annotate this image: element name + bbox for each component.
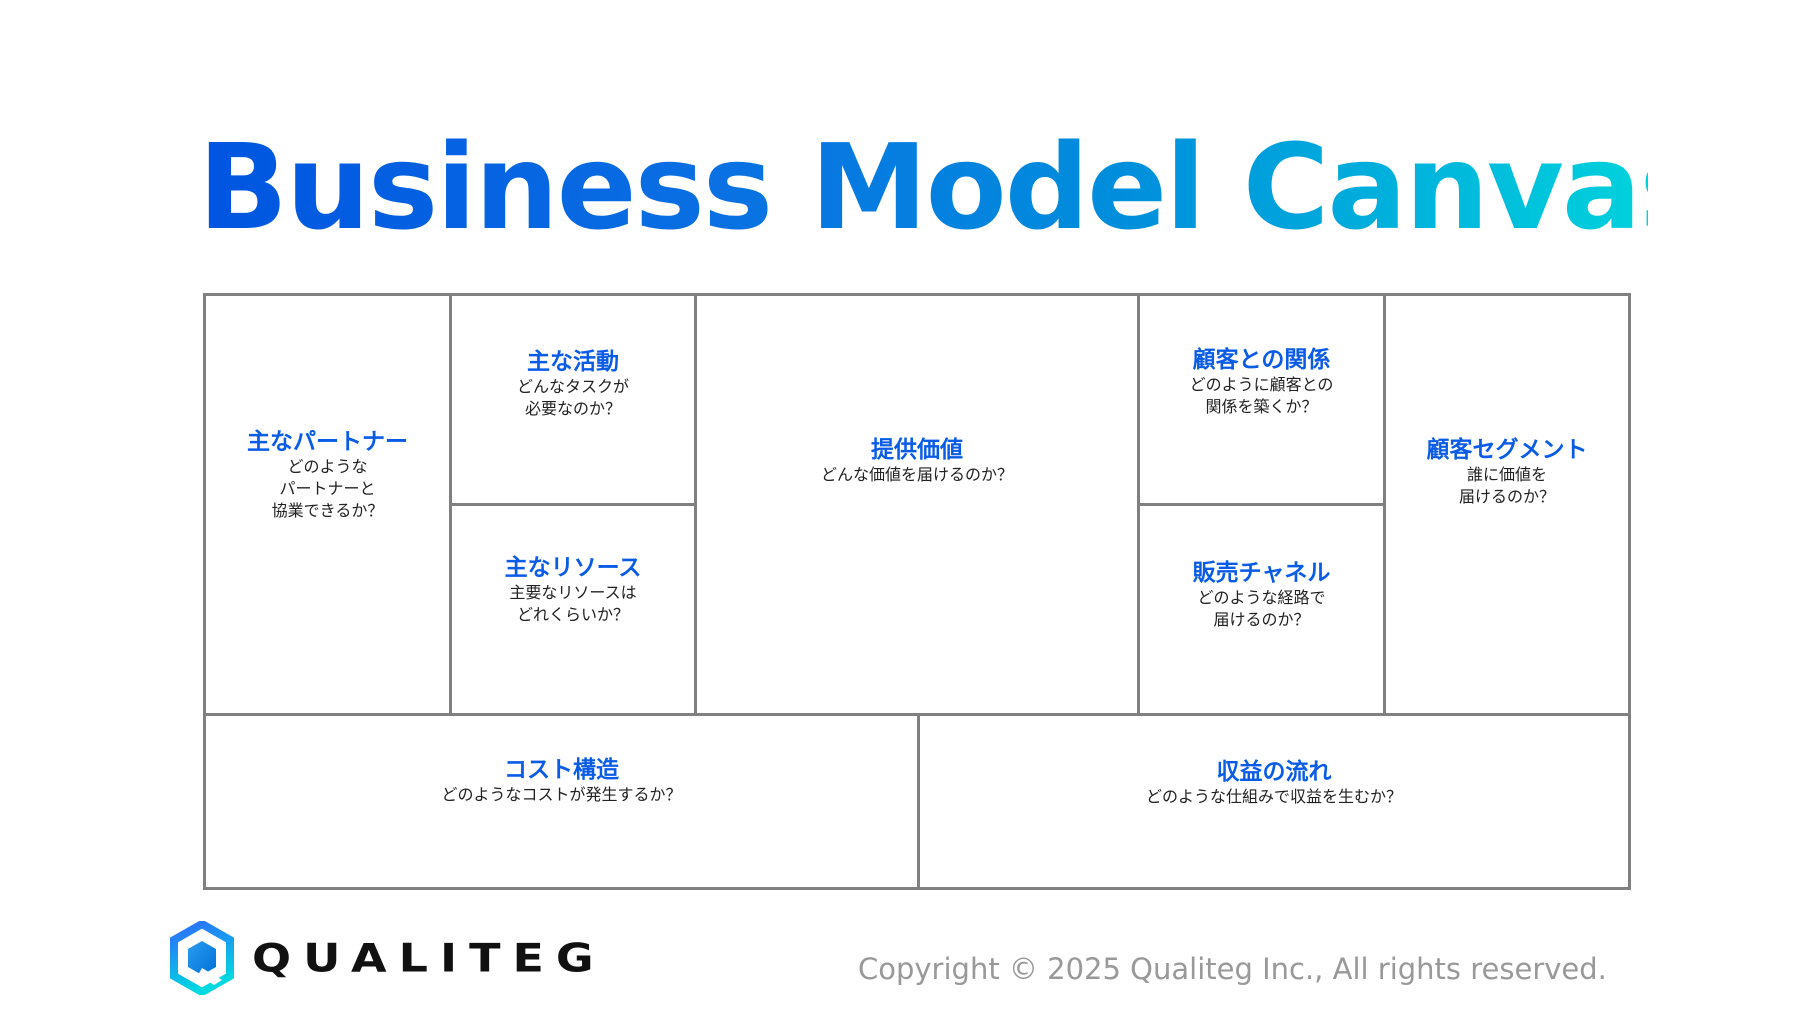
cell-customer-segments: 顧客セグメント 誰に価値を 届けるのか？ bbox=[1383, 293, 1631, 716]
cell-heading: 主なリソース bbox=[504, 555, 642, 581]
cell-question: どんなタスクが 必要なのか？ bbox=[516, 377, 629, 418]
cell-customer-relationships: 顧客との関係 どのように顧客との 関係を築くか？ bbox=[1137, 293, 1386, 506]
cell-value-propositions: 提供価値 どんな価値を届けるのか？ bbox=[694, 293, 1140, 716]
cell-key-partners: 主なパートナー どのような パートナーと 協業できるか？ bbox=[203, 293, 452, 716]
cell-heading: 提供価値 bbox=[871, 437, 963, 463]
cell-question: どのような パートナーと 協業できるか？ bbox=[271, 456, 384, 520]
copyright-text: Copyright © 2025 Qualiteg Inc., All righ… bbox=[858, 952, 1607, 986]
cell-question: どのような経路で 届けるのか？ bbox=[1197, 588, 1326, 629]
cell-key-activities: 主な活動 どんなタスクが 必要なのか？ bbox=[449, 293, 697, 506]
cell-heading: 顧客との関係 bbox=[1192, 347, 1331, 373]
cell-question: どのように顧客との 関係を築くか？ bbox=[1189, 375, 1334, 416]
cell-key-resources: 主なリソース 主要なリソースは どれくらいか？ bbox=[449, 503, 697, 716]
cell-heading: コスト構造 bbox=[504, 757, 619, 783]
hexagon-q-icon bbox=[170, 921, 234, 995]
cell-question: どんな価値を届けるのか？ bbox=[820, 465, 1013, 484]
cell-question: どのような仕組みで収益を生むか？ bbox=[1145, 787, 1402, 806]
page-title: Business Model Canvas bbox=[198, 118, 1710, 256]
cell-question: 主要なリソースは どれくらいか？ bbox=[509, 583, 637, 624]
company-logo: QUALITEG bbox=[170, 920, 606, 996]
cell-cost-structure: コスト構造 どのようなコストが発生するか？ bbox=[203, 713, 920, 890]
cell-question: どのようなコストが発生するか？ bbox=[441, 785, 682, 804]
cell-heading: 販売チャネル bbox=[1192, 560, 1331, 586]
cell-heading: 顧客セグメント bbox=[1426, 437, 1588, 463]
logo-wordmark: QUALITEG bbox=[252, 935, 606, 981]
cell-heading: 収益の流れ bbox=[1216, 759, 1332, 785]
cell-heading: 主な活動 bbox=[527, 349, 619, 375]
cell-channels: 販売チャネル どのような経路で 届けるのか？ bbox=[1137, 503, 1386, 716]
cell-question: 誰に価値を 届けるのか？ bbox=[1458, 465, 1555, 506]
cell-revenue-streams: 収益の流れ どのような仕組みで収益を生むか？ bbox=[917, 713, 1631, 890]
cell-heading: 主なパートナー bbox=[247, 428, 408, 455]
